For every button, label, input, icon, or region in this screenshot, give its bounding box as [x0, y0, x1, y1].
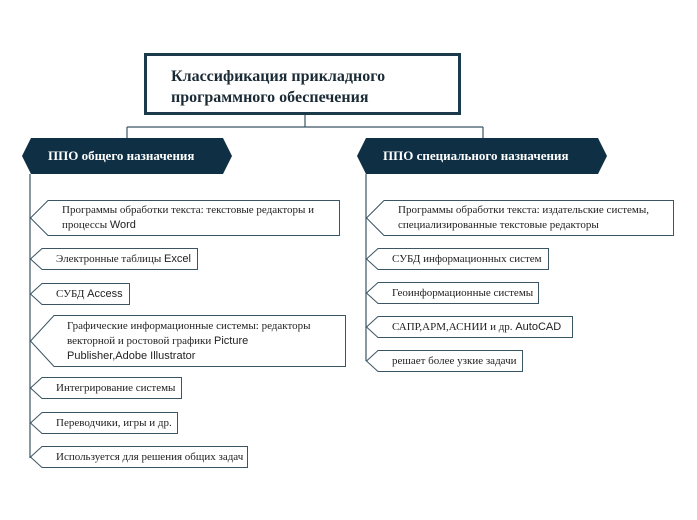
leaf-special-gis: Геоинформационные системы: [365, 282, 539, 304]
leaf-special-cad: САПР,АРМ,АСНИИ и др. AutoCAD: [365, 316, 573, 338]
root-title-line2: программного обеспечения: [171, 89, 369, 106]
leaf-general-graphics: Графические информационные системы: реда…: [29, 315, 346, 367]
leaf-special-narrow-tasks: решает более узкие задачи: [365, 350, 523, 372]
branch-special: ППО специального назначения: [357, 138, 607, 174]
leaf-general-common-tasks: Используется для решения общих задач: [29, 446, 248, 468]
root-title-line1: Классификация прикладного: [171, 68, 386, 85]
leaf-general-spreadsheets: Электронные таблицы Excel: [29, 248, 198, 270]
leaf-general-integration: Интегрирование системы: [29, 377, 182, 399]
leaf-general-dbms: СУБД Access: [29, 283, 130, 305]
leaf-general-translators: Переводчики, игры и др.: [29, 412, 178, 434]
branch-general-title: ППО общего назначения: [48, 148, 195, 163]
branch-general: ППО общего назначения: [22, 138, 232, 174]
root-title-box: Классификация прикладного программного о…: [144, 53, 461, 115]
leaf-general-text-processing: Программы обработки текста: текстовые ре…: [29, 200, 340, 236]
leaf-special-publishing: Программы обработки текста: издательские…: [365, 200, 674, 236]
leaf-special-dbms: СУБД информационных систем: [365, 248, 549, 270]
branch-special-title: ППО специального назначения: [383, 148, 569, 163]
